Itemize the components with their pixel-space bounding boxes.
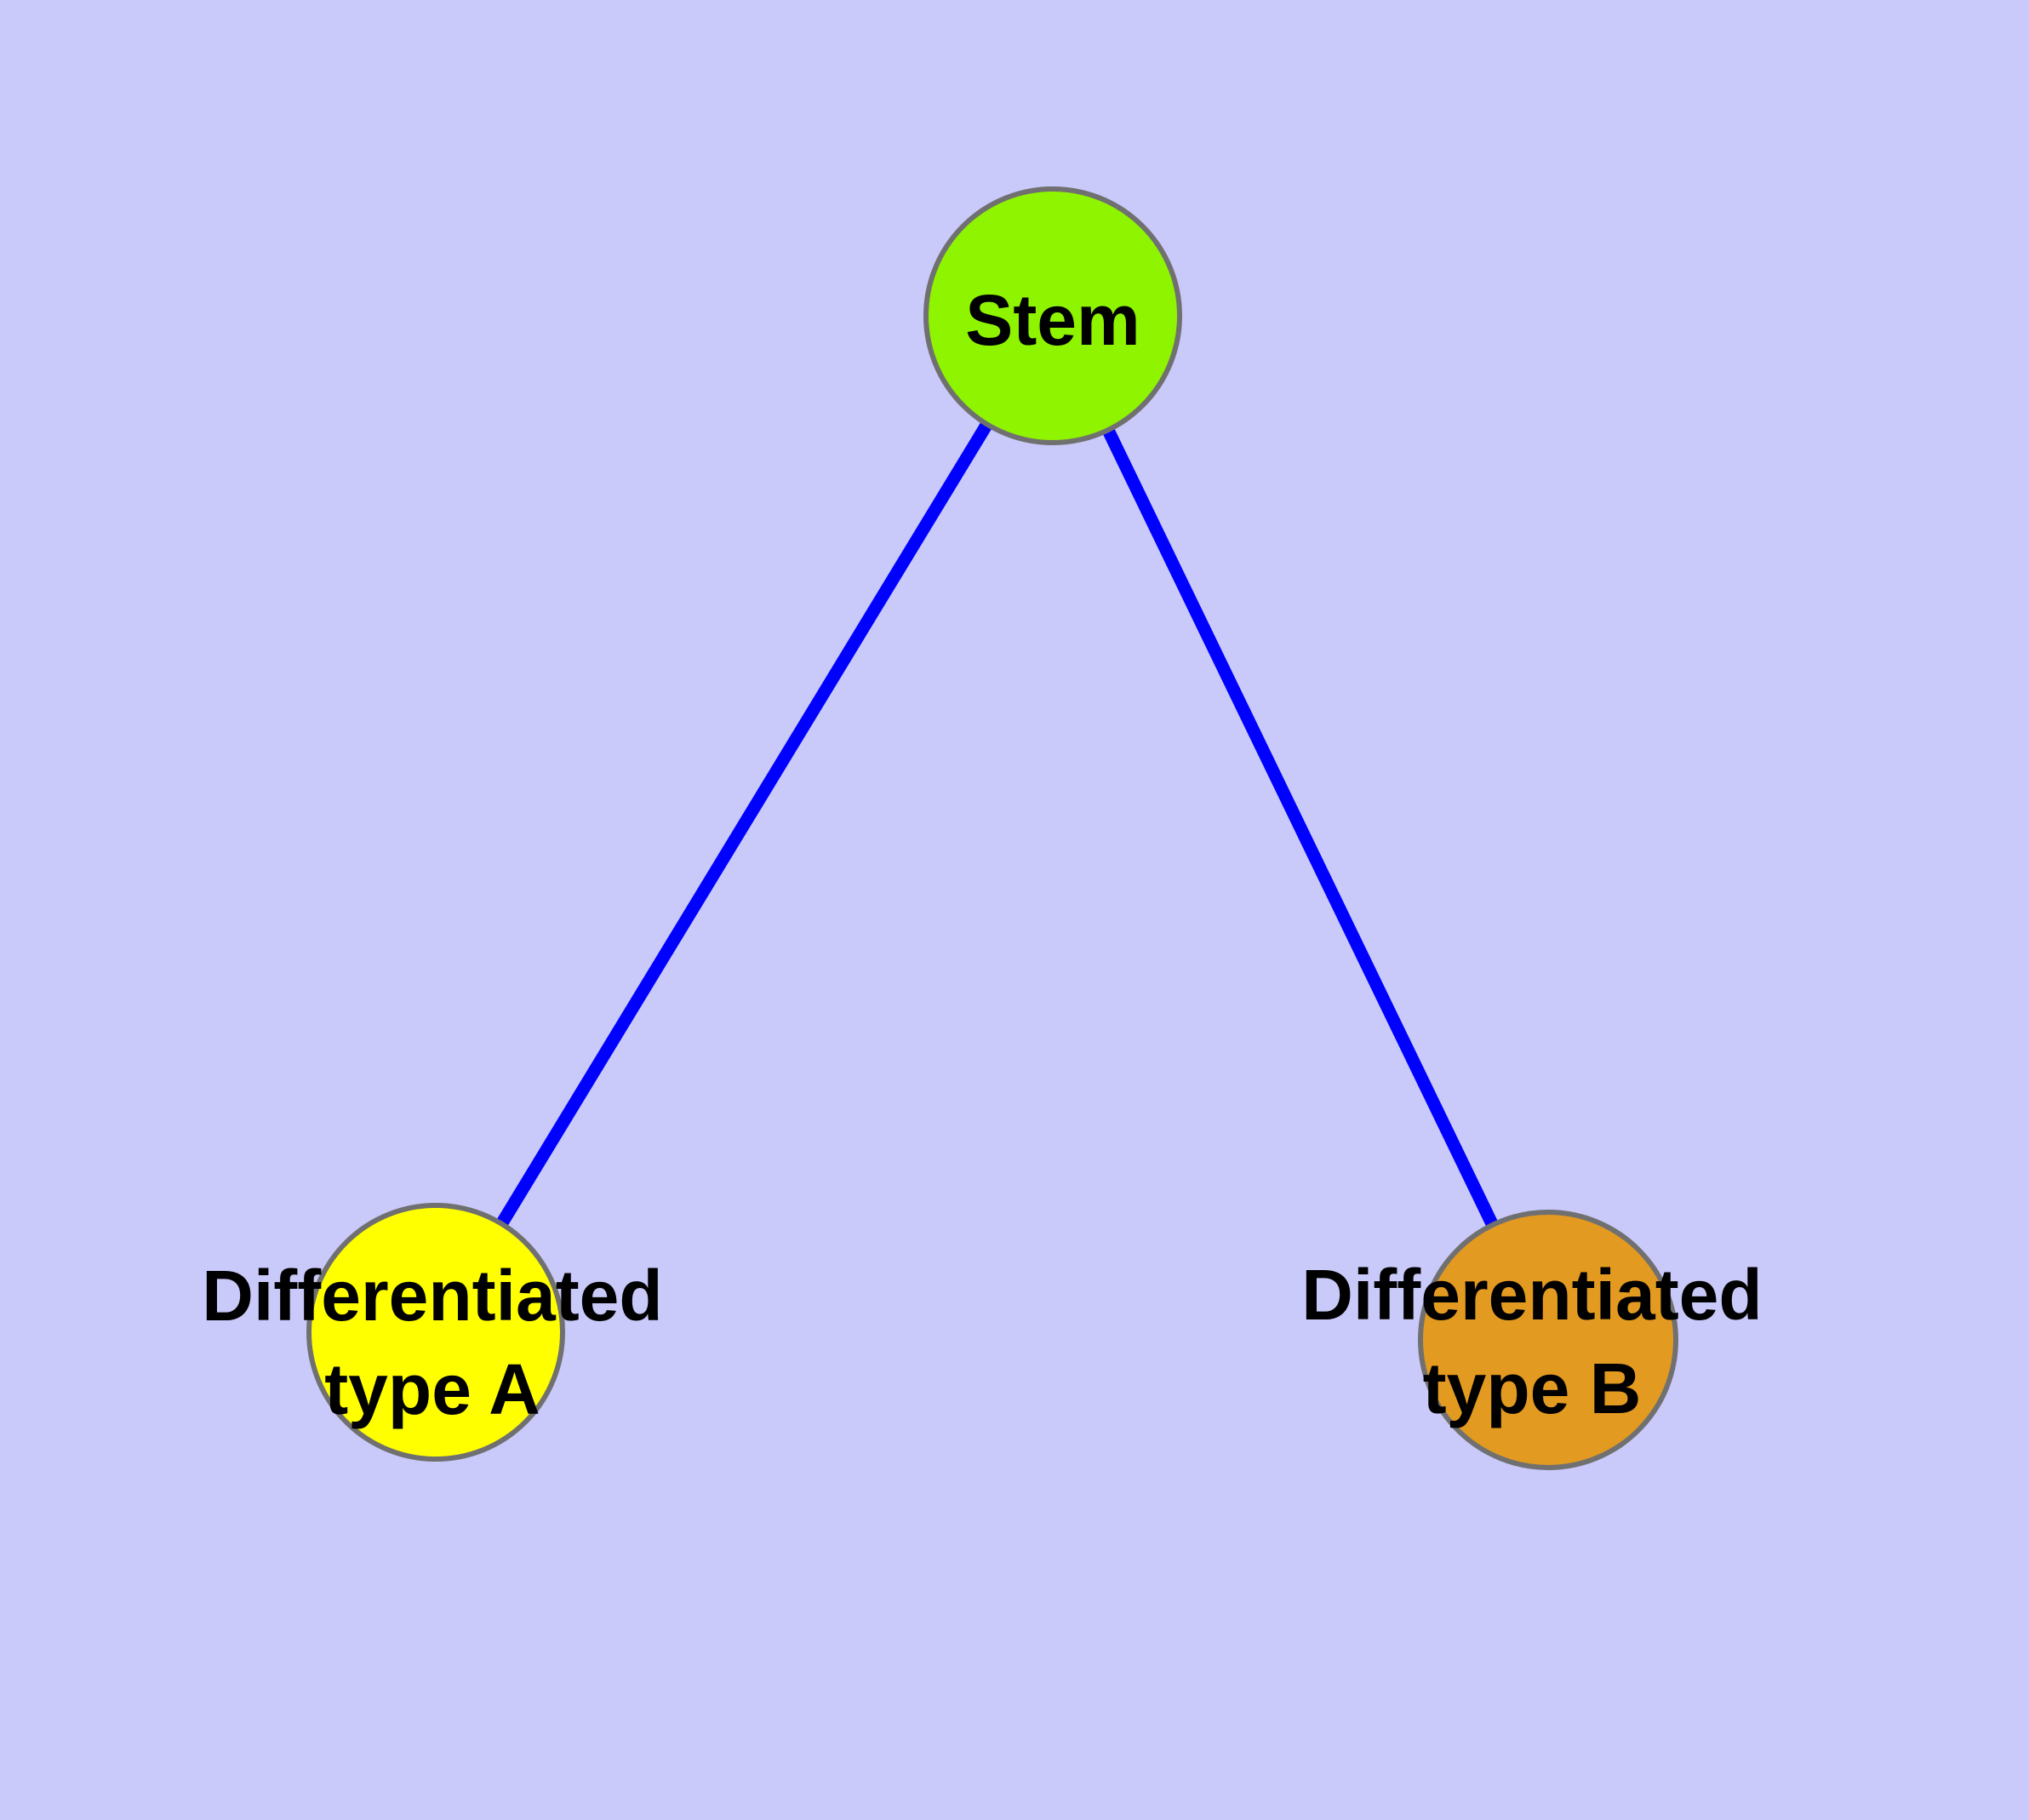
node-stem-label: Stem (965, 280, 1140, 360)
node-differentiated-type-a (306, 1203, 565, 1462)
node-differentiated-type-b (1418, 1210, 1678, 1470)
node-differentiated-type-b-label-line-1: Differentiated (1301, 1255, 1762, 1335)
node-differentiated-type-a-label-line-2: type A (324, 1349, 540, 1429)
edge-stem-to-type-a (430, 312, 1059, 1336)
node-differentiated-type-a-label-line-1: Differentiated (202, 1256, 662, 1336)
node-stem (923, 186, 1182, 445)
edge-stem-to-type-b (1047, 312, 1554, 1343)
node-differentiated-type-b-label-line-2: type B (1423, 1348, 1642, 1428)
